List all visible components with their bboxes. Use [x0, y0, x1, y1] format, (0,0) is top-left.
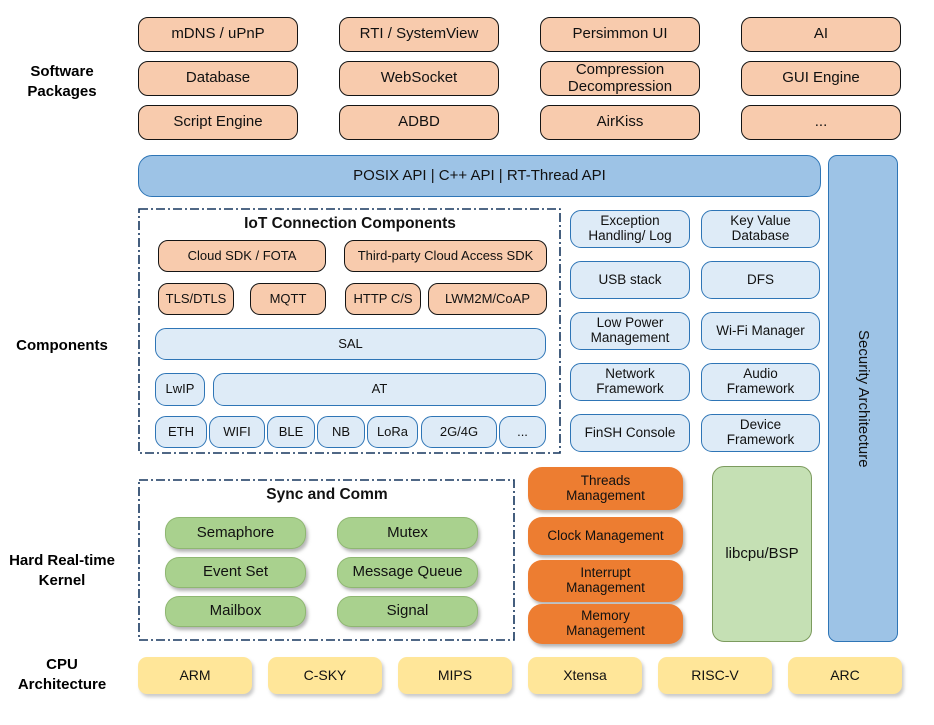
sync-signal-box: Signal — [337, 596, 478, 627]
iot-http-box: HTTP C/S — [345, 283, 421, 315]
label-kernel: Hard Real-time Kernel — [9, 552, 115, 589]
kernel-clock-management-box: Clock Management — [528, 517, 683, 555]
iot-box-title: IoT Connection Components — [244, 215, 456, 232]
cpu-architecture-grid: ARM C-SKY MIPS Xtensa RISC-V ARC — [138, 657, 902, 694]
service-wifi-manager-box: Wi-Fi Manager — [701, 312, 820, 350]
package-box: Database — [138, 61, 298, 96]
package-box: Persimmon UI — [540, 17, 700, 52]
sync-semaphore-box: Semaphore — [165, 517, 306, 549]
label-cpu-architecture: CPU Architecture — [17, 656, 107, 693]
api-bar: POSIX API | C++ API | RT-Thread API — [138, 155, 821, 197]
iot-mqtt-box: MQTT — [250, 283, 326, 315]
service-low-power-box: Low Power Management — [570, 312, 690, 350]
cpu-mips-box: MIPS — [398, 657, 512, 694]
cpu-arc-box: ARC — [788, 657, 902, 694]
package-box: mDNS / uPnP — [138, 17, 298, 52]
cpu-csky-box: C-SKY — [268, 657, 382, 694]
service-dfs-box: DFS — [701, 261, 820, 299]
sync-event-set-box: Event Set — [165, 557, 306, 588]
iot-link-nb-box: NB — [317, 416, 365, 448]
iot-link-wifi-box: WIFI — [209, 416, 265, 448]
sync-box-title: Sync and Comm — [266, 486, 388, 503]
kernel-threads-management-box: Threads Management — [528, 467, 683, 510]
dash-dot-border — [138, 479, 515, 641]
cpu-riscv-box: RISC-V — [658, 657, 772, 694]
package-box: AI — [741, 17, 901, 52]
package-box: WebSocket — [339, 61, 499, 96]
component-services-grid: Exception Handling/ Log Key Value Databa… — [570, 210, 820, 452]
cpu-xtensa-box: Xtensa — [528, 657, 642, 694]
dash-dot-border — [138, 208, 561, 454]
iot-link-eth-box: ETH — [155, 416, 207, 448]
label-software-packages: Software Packages — [27, 63, 97, 100]
service-audio-framework-box: Audio Framework — [701, 363, 820, 401]
kernel-memory-management-box: Memory Management — [528, 604, 683, 644]
service-kv-database-box: Key Value Database — [701, 210, 820, 248]
sync-mutex-box: Mutex — [337, 517, 478, 549]
iot-lwm2m-box: LWM2M/CoAP — [428, 283, 547, 315]
iot-tls-box: TLS/DTLS — [158, 283, 234, 315]
iot-link-ble-box: BLE — [267, 416, 315, 448]
package-box: GUI Engine — [741, 61, 901, 96]
service-device-framework-box: Device Framework — [701, 414, 820, 452]
libcpu-bsp-box: libcpu/BSP — [712, 466, 812, 642]
iot-thirdparty-sdk-box: Third-party Cloud Access SDK — [344, 240, 547, 272]
package-box: ADBD — [339, 105, 499, 140]
label-components: Components — [16, 337, 108, 354]
cpu-arm-box: ARM — [138, 657, 252, 694]
iot-lwip-box: LwIP — [155, 373, 205, 406]
iot-at-box: AT — [213, 373, 546, 406]
package-box: Script Engine — [138, 105, 298, 140]
iot-sal-box: SAL — [155, 328, 546, 360]
service-usb-stack-box: USB stack — [570, 261, 690, 299]
iot-link-more-box: ... — [499, 416, 546, 448]
iot-link-lora-box: LoRa — [367, 416, 418, 448]
iot-link-2g4g-box: 2G/4G — [421, 416, 497, 448]
service-finsh-console-box: FinSH Console — [570, 414, 690, 452]
software-packages-grid: mDNS / uPnP RTI / SystemView Persimmon U… — [138, 17, 901, 140]
kernel-interrupt-management-box: Interrupt Management — [528, 560, 683, 602]
package-box: AirKiss — [540, 105, 700, 140]
service-network-framework-box: Network Framework — [570, 363, 690, 401]
sync-mailbox-box: Mailbox — [165, 596, 306, 627]
package-box: RTI / SystemView — [339, 17, 499, 52]
service-exception-log-box: Exception Handling/ Log — [570, 210, 690, 248]
sync-message-queue-box: Message Queue — [337, 557, 478, 588]
iot-cloud-sdk-box: Cloud SDK / FOTA — [158, 240, 326, 272]
iot-connection-components-box: IoT Connection Components Cloud SDK / FO… — [138, 208, 562, 455]
security-architecture-bar: Security Architecture — [828, 155, 898, 642]
package-box: Compression Decompression — [540, 61, 700, 96]
package-box: ... — [741, 105, 901, 140]
sync-and-comm-box: Sync and Comm Semaphore Mutex Event Set … — [138, 479, 516, 642]
